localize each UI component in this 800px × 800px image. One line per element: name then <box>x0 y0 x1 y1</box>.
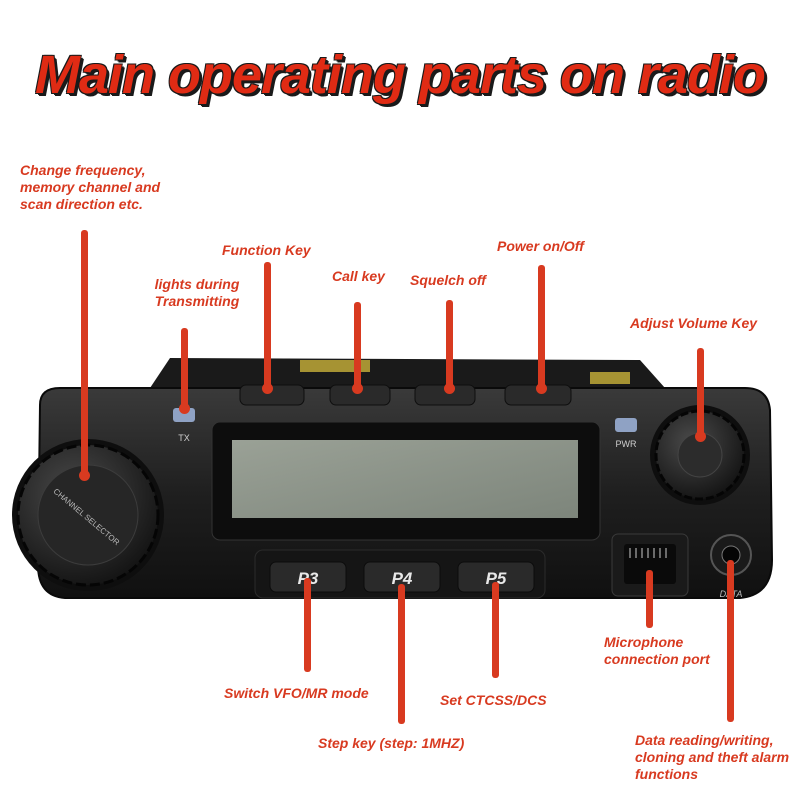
label-channel-selector: Change frequency, memory channel and sca… <box>20 162 161 212</box>
label-p4: Step key (step: 1MHZ) <box>318 735 465 751</box>
pointer-function-key <box>262 262 273 394</box>
label-squelch: Squelch off <box>410 272 486 288</box>
label-mic: Microphone connection port <box>604 634 710 667</box>
key-p5: P5 <box>486 569 507 588</box>
pointer-channel-selector <box>79 230 90 481</box>
top-buttons <box>239 384 572 406</box>
key-p4: P4 <box>392 569 413 588</box>
channel-knob: CHANNEL SELECTOR <box>12 439 164 591</box>
label-p5: Set CTCSS/DCS <box>440 692 547 708</box>
lcd-screen <box>232 440 578 518</box>
label-p3: Switch VFO/MR mode <box>224 685 369 701</box>
pointer-tx-light <box>179 328 190 414</box>
pointer-squelch <box>444 300 455 394</box>
pointer-volume <box>695 348 706 442</box>
tx-light <box>173 408 195 422</box>
label-power: Power on/Off <box>497 238 584 254</box>
pointer-p5 <box>492 582 499 678</box>
volume-knob <box>650 405 750 505</box>
pointer-mic <box>646 570 653 628</box>
pointer-power <box>536 265 547 394</box>
label-call-key: Call key <box>332 268 385 284</box>
heatsink-fins <box>150 358 665 388</box>
pointer-p3 <box>304 578 311 672</box>
pwr-light <box>615 418 637 432</box>
label-function-key: Function Key <box>222 242 311 258</box>
label-tx-light: lights during Transmitting <box>154 276 240 309</box>
tx-label: TX <box>178 433 190 443</box>
pwr-label: PWR <box>616 439 637 449</box>
pointer-p4 <box>398 584 405 724</box>
label-data: Data reading/writing, cloning and theft … <box>635 732 790 782</box>
pointer-data <box>727 560 734 722</box>
label-volume: Adjust Volume Key <box>630 315 758 331</box>
page-title: Main operating parts on radio <box>34 45 766 105</box>
pointer-call-key <box>352 302 363 394</box>
